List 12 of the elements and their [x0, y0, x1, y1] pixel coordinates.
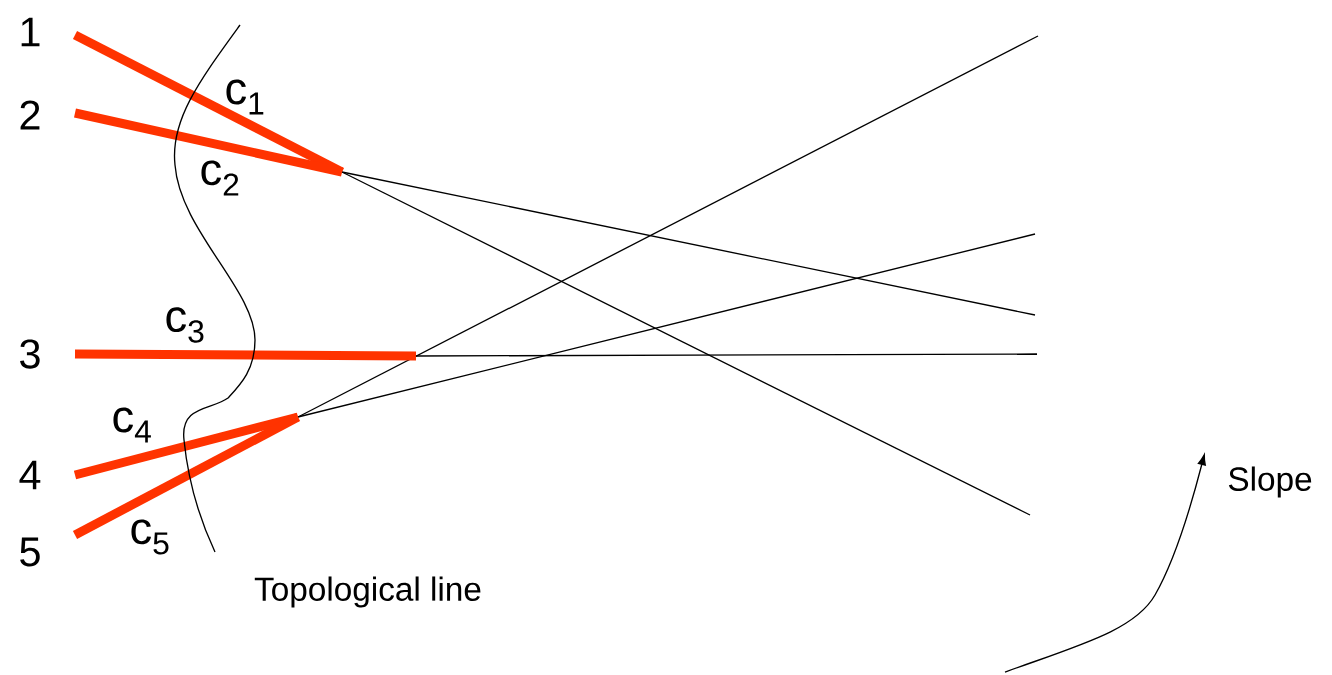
- label: Topological line: [254, 576, 481, 608]
- label: c$_{5}$: [131, 519, 169, 555]
- label: c$_{3}$: [166, 307, 204, 343]
- label: 1: [21, 17, 40, 47]
- label: 4: [19, 460, 41, 490]
- label: 3: [20, 339, 40, 369]
- label: c$_{1}$: [226, 79, 264, 115]
- label: 2: [20, 100, 40, 130]
- label: 5: [20, 537, 40, 567]
- label: c$_{4}$: [113, 407, 151, 443]
- label: c$_{2}$: [201, 160, 239, 196]
- label: Slope: [1228, 466, 1312, 498]
